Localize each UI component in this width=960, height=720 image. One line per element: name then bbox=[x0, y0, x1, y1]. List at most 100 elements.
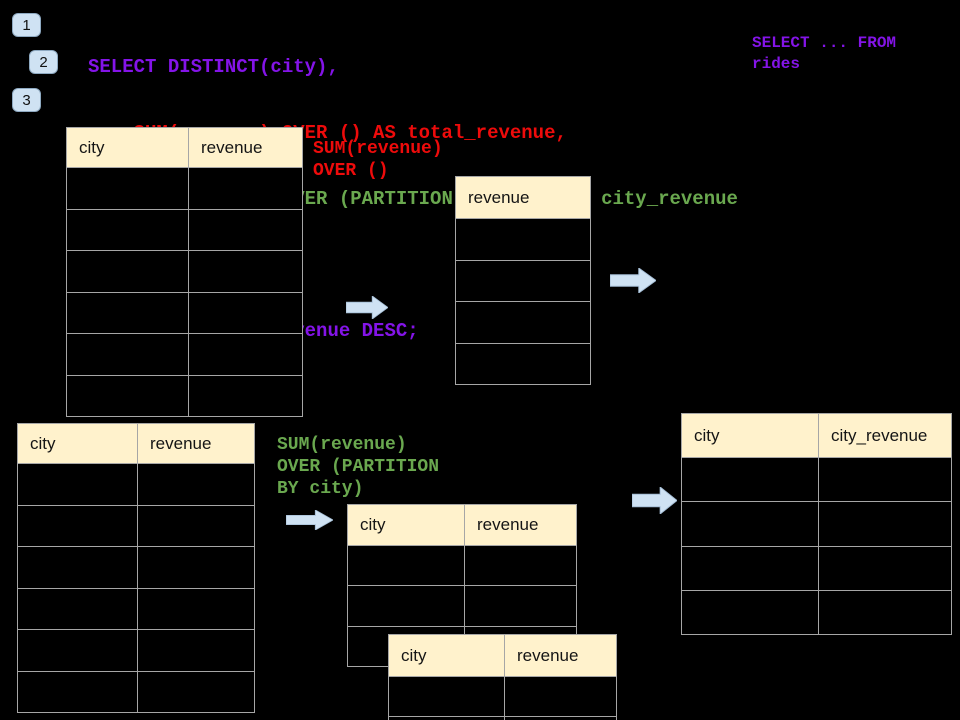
arrow-right-icon bbox=[632, 487, 677, 514]
column-header-city: city bbox=[30, 433, 56, 453]
sql-context-note: SELECT ... FROM rides bbox=[752, 34, 897, 73]
table-cell-empty bbox=[456, 302, 590, 343]
table-cell-empty bbox=[137, 630, 254, 671]
table-row bbox=[18, 505, 254, 547]
table-cell-empty bbox=[67, 376, 188, 417]
column-header-city: city bbox=[401, 645, 427, 665]
table-cell-empty bbox=[137, 671, 254, 712]
table-rides-partition-source: city revenue bbox=[17, 423, 255, 713]
table-header: city revenue bbox=[389, 635, 616, 677]
table-header: revenue bbox=[456, 177, 590, 219]
table-city-revenue-result: city city_revenue bbox=[681, 413, 952, 635]
table-cell-empty bbox=[67, 251, 188, 292]
table-partition-group-b: city revenue bbox=[388, 634, 617, 720]
table-body bbox=[389, 677, 616, 720]
table-cell-empty bbox=[67, 210, 188, 251]
table-cell-empty bbox=[348, 546, 464, 585]
table-row bbox=[67, 168, 302, 210]
table-total-revenue: revenue bbox=[455, 176, 591, 385]
table-partition-group-a: city revenue bbox=[347, 504, 577, 667]
table-cell-empty bbox=[818, 590, 951, 634]
table-cell-empty bbox=[456, 219, 590, 260]
table-cell-empty bbox=[188, 292, 302, 333]
arrow-right-icon bbox=[610, 268, 656, 293]
step-badge-3: 3 bbox=[12, 88, 41, 112]
column-header-revenue: revenue bbox=[468, 187, 530, 207]
table-body bbox=[67, 168, 302, 416]
table-row bbox=[67, 334, 302, 376]
table-header: city revenue bbox=[348, 505, 576, 546]
table-row bbox=[67, 251, 302, 293]
table-cell-empty bbox=[18, 672, 137, 713]
column-header-city-revenue: city_revenue bbox=[818, 414, 951, 457]
table-cell-empty bbox=[456, 344, 590, 385]
table-body bbox=[456, 219, 590, 384]
table-cell-empty bbox=[18, 547, 137, 588]
table-cell-empty bbox=[188, 251, 302, 292]
code-line-select: SELECT DISTINCT(city), bbox=[88, 56, 339, 78]
step-badge-2: 2 bbox=[29, 50, 58, 74]
step-badge-1: 1 bbox=[12, 13, 41, 37]
table-cell-empty bbox=[67, 334, 188, 375]
column-header-revenue: revenue bbox=[137, 424, 254, 463]
table-cell-empty bbox=[389, 717, 504, 720]
table-row bbox=[682, 502, 951, 547]
table-body bbox=[18, 464, 254, 712]
table-cell-empty bbox=[464, 546, 576, 586]
table-cell-empty bbox=[818, 458, 951, 502]
table-row bbox=[389, 716, 616, 720]
table-cell-empty bbox=[18, 464, 137, 505]
column-header-city: city bbox=[360, 515, 386, 534]
table-cell-empty bbox=[137, 588, 254, 629]
annotation-total-revenue: SUM(revenue) OVER () bbox=[313, 139, 443, 181]
table-row bbox=[18, 630, 254, 672]
table-rides-source: city revenue bbox=[66, 127, 303, 417]
table-cell-empty bbox=[504, 677, 616, 716]
table-cell-empty bbox=[682, 502, 818, 545]
arrow-right-icon bbox=[286, 510, 333, 530]
table-cell-empty bbox=[188, 168, 302, 209]
table-row bbox=[348, 546, 576, 587]
table-cell-empty bbox=[818, 502, 951, 546]
table-row bbox=[18, 671, 254, 713]
column-header-revenue: revenue bbox=[464, 505, 576, 545]
table-cell-empty bbox=[137, 464, 254, 505]
table-cell-empty bbox=[18, 630, 137, 671]
table-cell-empty bbox=[682, 547, 818, 590]
table-row bbox=[456, 302, 590, 344]
table-row bbox=[18, 464, 254, 506]
table-cell-empty bbox=[456, 261, 590, 302]
table-cell-empty bbox=[504, 716, 616, 720]
table-cell-empty bbox=[682, 591, 818, 634]
table-cell-empty bbox=[18, 506, 137, 547]
table-cell-empty bbox=[188, 375, 302, 416]
column-header-city: city bbox=[79, 137, 105, 157]
table-cell-empty bbox=[188, 334, 302, 375]
table-cell-empty bbox=[18, 589, 137, 630]
table-row bbox=[682, 458, 951, 503]
column-header-revenue: revenue bbox=[504, 635, 616, 676]
table-row bbox=[682, 546, 951, 591]
table-cell-empty bbox=[137, 547, 254, 588]
table-cell-empty bbox=[67, 293, 188, 334]
table-cell-empty bbox=[682, 458, 818, 501]
table-body bbox=[682, 458, 951, 634]
table-row bbox=[18, 547, 254, 589]
table-row bbox=[67, 375, 302, 417]
table-row bbox=[682, 590, 951, 634]
table-row bbox=[456, 219, 590, 261]
table-row bbox=[348, 586, 576, 627]
table-cell-empty bbox=[818, 546, 951, 590]
table-cell-empty bbox=[348, 586, 464, 625]
table-cell-empty bbox=[389, 677, 504, 716]
table-header: city city_revenue bbox=[682, 414, 951, 458]
table-cell-empty bbox=[67, 168, 188, 209]
table-header: city revenue bbox=[67, 128, 302, 168]
annotation-partition-by-city: SUM(revenue) OVER (PARTITION BY city) bbox=[277, 435, 440, 499]
table-row bbox=[67, 292, 302, 334]
table-row bbox=[67, 209, 302, 251]
table-header: city revenue bbox=[18, 424, 254, 464]
column-header-revenue: revenue bbox=[188, 128, 302, 167]
table-cell-empty bbox=[188, 209, 302, 250]
